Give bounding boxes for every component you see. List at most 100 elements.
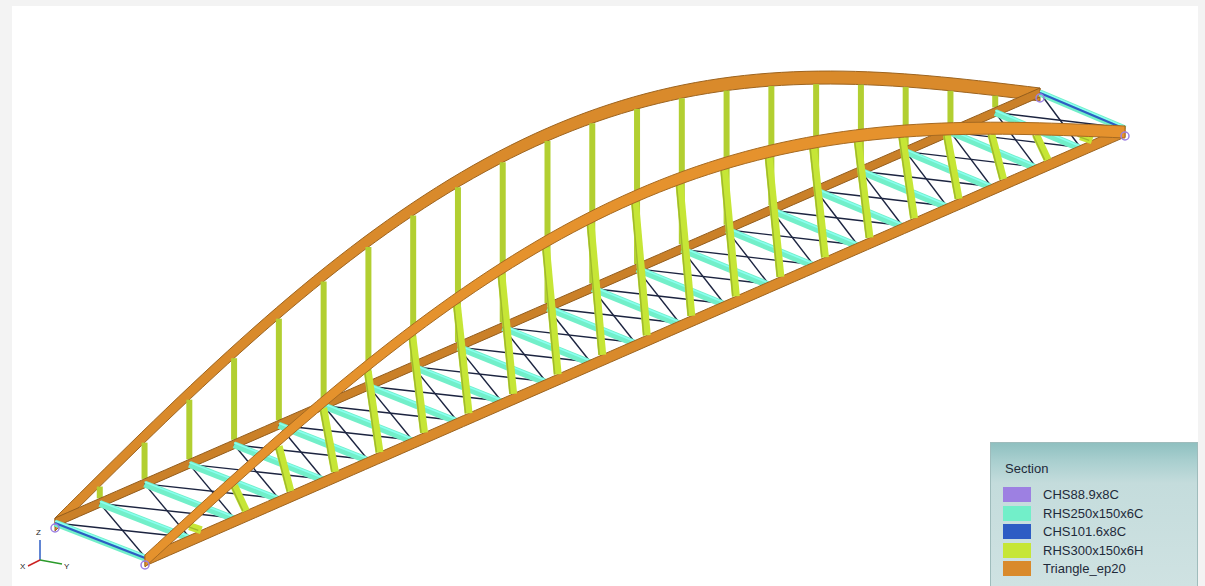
far-hanger: [947, 91, 953, 127]
cross-beam: [592, 288, 679, 324]
near-hanger-edge: [810, 148, 822, 257]
near-hanger-edge: [632, 203, 644, 336]
view-area: [12, 6, 1198, 586]
near-hanger-edge: [543, 248, 555, 375]
legend-swatch: [1003, 506, 1031, 521]
far-hanger: [142, 443, 148, 479]
legend-heading: Section: [1005, 462, 1048, 475]
near-hanger: [680, 185, 692, 316]
cross-beam-edge: [727, 228, 814, 264]
near-hanger-edge: [988, 134, 1000, 179]
near-hanger-edge: [320, 408, 332, 472]
far-hanger: [231, 358, 237, 440]
axis-label: Y: [64, 563, 69, 571]
near-hanger-edge: [766, 158, 778, 277]
cross-beam: [682, 249, 769, 285]
near-hanger-edge: [899, 137, 911, 218]
near-hanger-edge: [498, 275, 510, 394]
legend-text: RHS300x150x6H: [1043, 543, 1143, 558]
cross-beam: [324, 406, 413, 441]
support-symbol: [141, 561, 149, 569]
near-hanger-edge: [721, 170, 733, 297]
cross-beam-edge: [55, 521, 145, 556]
near-hanger: [724, 170, 736, 297]
cross-beam-edge: [503, 326, 591, 361]
near-hanger-edge: [1033, 135, 1045, 160]
far-hanger: [186, 400, 192, 460]
cross-beam: [55, 523, 145, 558]
near-hanger: [234, 486, 246, 511]
near-hanger-edge: [231, 486, 243, 511]
support-symbol: [1036, 94, 1044, 102]
near-hanger-edge: [855, 142, 867, 238]
far-hanger: [97, 487, 103, 499]
cross-beam-edge: [368, 384, 456, 419]
near-hanger: [546, 248, 558, 375]
near-hanger-edge: [677, 185, 689, 316]
legend-text: CHS88.9x8C: [1043, 487, 1119, 502]
cross-beam: [503, 328, 591, 363]
cross-beam: [861, 171, 947, 207]
cross-beam: [771, 210, 857, 246]
cross-beam-edge: [816, 189, 902, 225]
cross-beam-edge: [637, 267, 724, 303]
near-hanger-edge: [276, 446, 288, 491]
support-symbol: [51, 524, 59, 532]
legend-swatch: [1003, 487, 1031, 502]
legend-swatch: [1003, 543, 1031, 558]
near-hanger: [635, 203, 647, 336]
near-hanger: [368, 371, 380, 452]
cross-beam-edge: [682, 247, 769, 283]
near-hanger-edge: [454, 304, 466, 413]
far-arch: [55, 71, 1040, 531]
far-hanger: [276, 319, 282, 421]
near-hanger: [813, 148, 825, 257]
near-hanger: [279, 446, 291, 491]
legend-text: RHS250x150x6C: [1043, 506, 1143, 521]
near-hanger: [1036, 135, 1048, 160]
cross-beam: [548, 308, 636, 344]
near-hanger-edge: [365, 371, 377, 452]
cross-beam-edge: [592, 286, 679, 322]
cross-beam-edge: [324, 404, 413, 439]
near-hanger: [902, 137, 914, 218]
structure: [51, 71, 1129, 569]
near-hanger: [457, 304, 469, 413]
end-member: [55, 523, 145, 558]
cross-beam: [637, 269, 724, 305]
legend-text: CHS101.6x8C: [1043, 524, 1126, 539]
legend-swatch: [1003, 524, 1031, 539]
near-hanger: [323, 408, 335, 472]
near-hanger: [858, 142, 870, 238]
cross-beam: [413, 367, 501, 402]
cross-beam: [816, 191, 902, 227]
far-hanger: [321, 281, 327, 400]
near-hanger: [590, 224, 602, 355]
near-hanger: [501, 275, 513, 394]
cross-beam-edge: [548, 306, 636, 342]
near-hanger: [991, 134, 1003, 179]
cross-beam: [368, 386, 456, 421]
axis-triad: [28, 540, 62, 566]
cross-beam-edge: [458, 345, 546, 380]
cross-beam-edge: [413, 365, 501, 400]
cross-beam: [727, 230, 814, 266]
cross-beam-edge: [1040, 91, 1125, 127]
far-hanger: [992, 96, 998, 108]
near-hanger-edge: [944, 135, 956, 199]
far-chord: [55, 88, 1040, 527]
near-hanger: [769, 158, 781, 277]
near-arch: [145, 122, 1125, 567]
near-hanger-edge: [409, 337, 421, 433]
near-hanger: [947, 135, 959, 199]
axis-label: X: [20, 563, 25, 571]
legend-text: Triangle_ep20: [1043, 561, 1126, 576]
near-hanger: [412, 337, 424, 433]
cross-beam: [458, 347, 546, 382]
legend-swatch: [1003, 561, 1031, 576]
axis-label: Z: [36, 529, 41, 537]
near-hanger-edge: [587, 224, 599, 355]
cross-beam-edge: [771, 208, 857, 244]
